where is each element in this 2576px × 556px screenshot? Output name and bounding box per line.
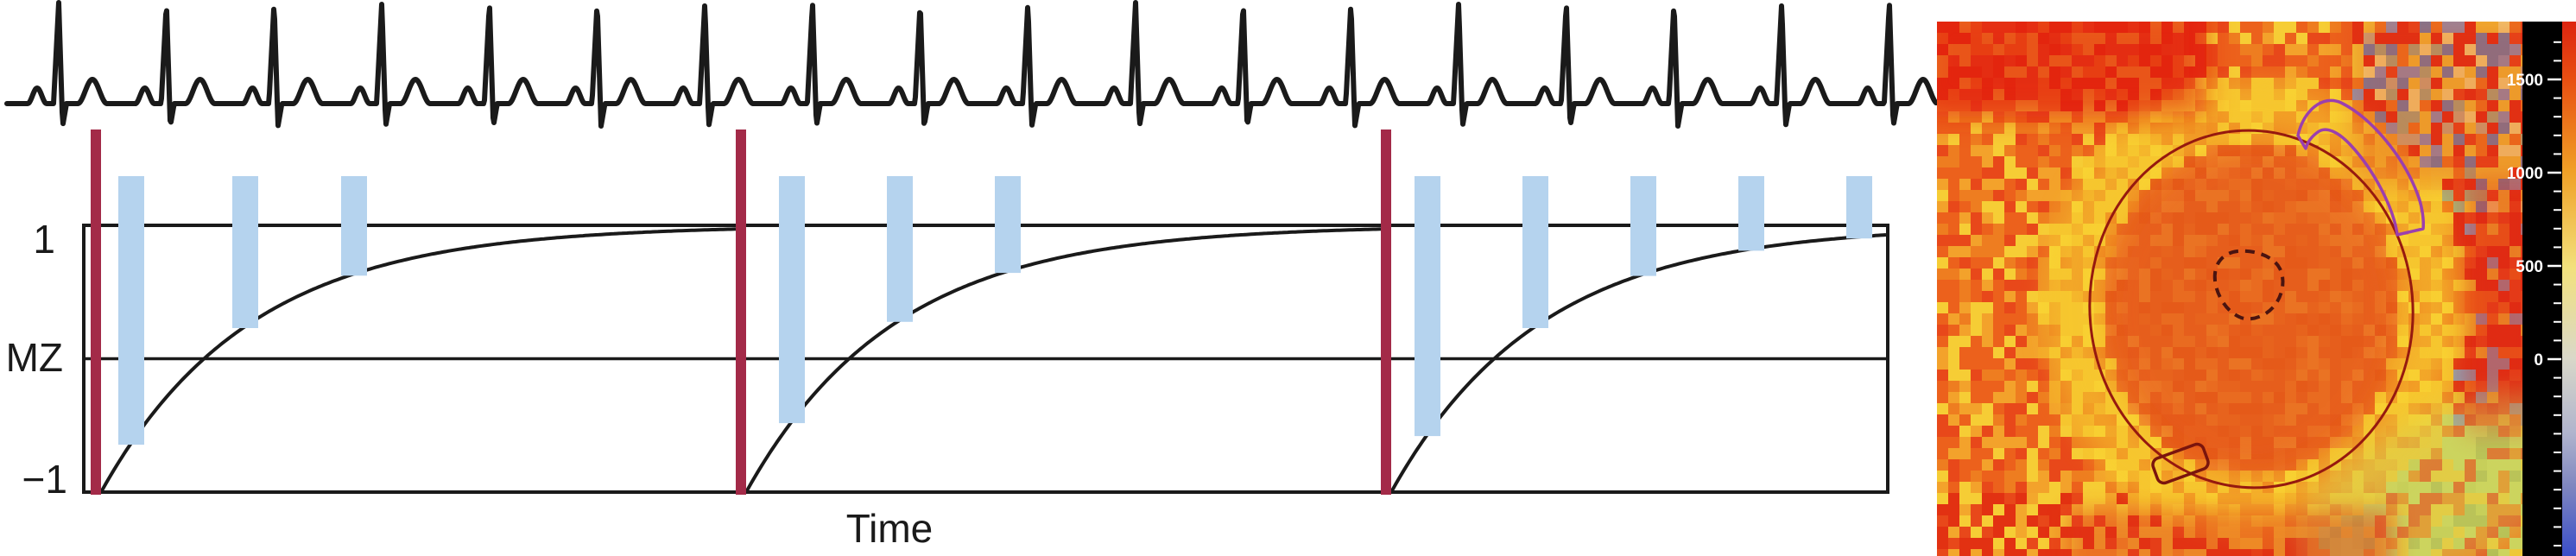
recovery-curve-2 xyxy=(744,227,1382,493)
blood-pool-roi-dashed xyxy=(2212,249,2285,321)
t1-map-panel xyxy=(1937,22,2576,556)
t1-map-roi-overlays xyxy=(2088,98,2425,490)
inversion-pulse-bar-1 xyxy=(91,130,101,495)
inversion-pulse-bar-2 xyxy=(736,130,746,495)
mz-recovery-diagram: 1 MZ −1 Time xyxy=(6,130,1889,551)
ecg-strip xyxy=(4,0,1939,129)
recovery-curve-1 xyxy=(99,227,737,493)
readout-pulse-bar-2-1 xyxy=(779,176,805,424)
y-axis-tick-label-one: 1 xyxy=(33,217,55,262)
colorbar: 1500 1000 500 0 xyxy=(2507,22,2576,556)
septal-roi-purple xyxy=(2296,98,2425,237)
inversion-recovery-curves xyxy=(99,227,1887,493)
y-axis-tick-label-minus-one: −1 xyxy=(22,457,67,502)
readout-pulse-bar-3-4 xyxy=(1738,176,1764,251)
inferior-roi-small xyxy=(2151,442,2210,485)
t1-map-soft-features xyxy=(1937,22,2576,556)
colorbar-label-1000: 1000 xyxy=(2507,165,2543,183)
colorbar-tick-labels: 1500 1000 500 0 xyxy=(2507,72,2543,370)
colorbar-background xyxy=(2522,22,2562,556)
readout-pulse-bar-3-1 xyxy=(1415,176,1440,437)
pulse-bars xyxy=(91,130,1872,495)
x-axis-label-time: Time xyxy=(846,506,934,551)
ecg-trace xyxy=(4,0,1939,129)
plot-frame xyxy=(82,224,1889,494)
epicardial-contour xyxy=(2088,129,2415,490)
readout-pulse-bar-3-3 xyxy=(1630,176,1656,276)
readout-pulse-bar-1-2 xyxy=(232,176,258,328)
colorbar-label-1500: 1500 xyxy=(2507,72,2543,90)
colorbar-label-0: 0 xyxy=(2534,351,2543,370)
readout-pulse-bar-3-2 xyxy=(1522,176,1548,328)
readout-pulse-bar-1-1 xyxy=(118,176,144,445)
readout-pulse-bar-2-3 xyxy=(995,176,1021,274)
readout-pulse-bar-1-3 xyxy=(341,176,367,276)
colorbar-label-500: 500 xyxy=(2516,258,2543,276)
readout-pulse-bar-2-2 xyxy=(887,176,913,322)
readout-pulse-bar-3-5 xyxy=(1846,176,1872,239)
colorbar-gradient-strip xyxy=(2562,22,2576,556)
y-axis-label-mz: MZ xyxy=(6,335,63,380)
colorbar-ticks xyxy=(2548,41,2561,547)
inversion-pulse-bar-3 xyxy=(1381,130,1391,495)
